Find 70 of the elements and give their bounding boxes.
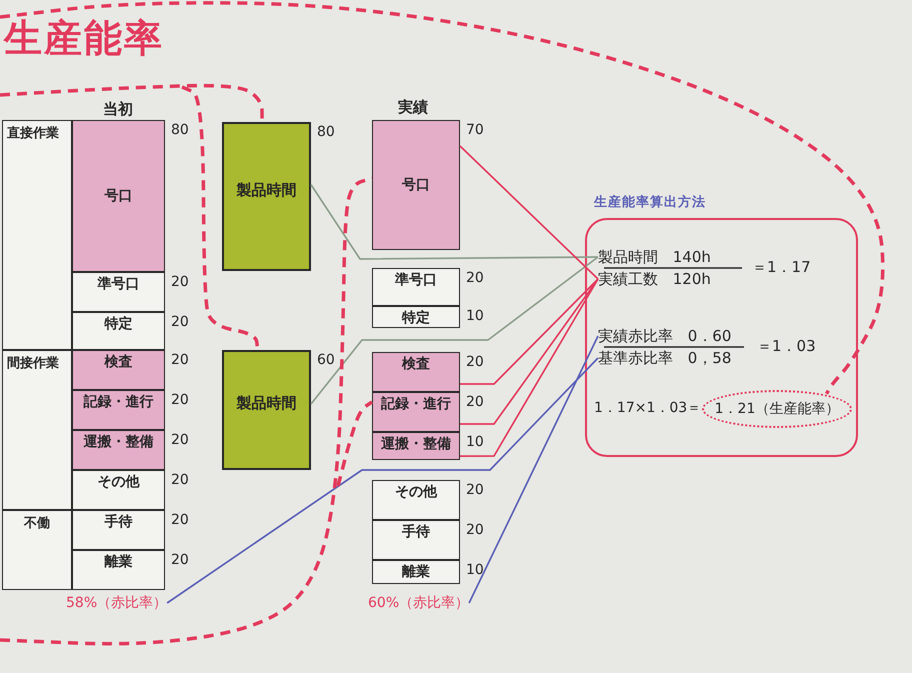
cell-label: 記録・進行 [381,396,451,412]
value-label: 20 [171,314,189,330]
ratio-label: 58%（赤比率） [66,594,168,612]
value-label: 20 [466,522,484,538]
formula-term: 基準赤比率 0，58 [598,349,732,367]
value-label: 20 [171,552,189,568]
cell-label: 検査 [104,354,132,370]
value-label: 60 [317,352,335,368]
value-label: 10 [466,434,484,450]
dashed-line [0,176,372,646]
block-label: 製品時間 [236,395,296,411]
dashed-line [336,400,373,486]
formula-term: 製品時間 140h [598,248,711,266]
cell-label: 離業 [104,554,132,570]
category-label: 間接作業 [7,356,59,372]
formula-result: ＝1．17 [752,258,811,276]
category-label: 直接作業 [7,126,59,142]
connector-line [460,278,599,457]
value-label: 20 [466,394,484,410]
cell-label: 特定 [402,310,430,326]
cell-label: 手待 [104,514,132,530]
formula-term: 実績工数 120h [598,270,711,288]
cell-label: 運搬・整備 [84,434,154,450]
category-label: 不働 [24,516,50,532]
connector-line [460,278,599,425]
cell-label: 手待 [402,524,430,540]
cell-label: 記録・進行 [84,394,154,410]
value-label: 20 [171,352,189,368]
cell-label: 号口 [402,177,430,193]
value-label: 80 [171,122,189,138]
value-label: 10 [466,308,484,324]
category-cell [2,120,72,350]
category-cell [2,510,72,590]
value-label: 20 [171,274,189,290]
dashed-line [0,1,884,395]
formula-term: 実績赤比率 0．60 [598,327,732,345]
panel-heading: 生産能率算出方法 [594,195,706,211]
value-label: 20 [466,482,484,498]
cell-label: 運搬・整備 [381,436,451,452]
connector-line [468,336,599,604]
value-label: 20 [171,472,189,488]
value-label: 80 [317,124,335,140]
cell-label: 号口 [104,188,132,204]
cell-label: その他 [395,484,437,500]
connector-line [310,184,598,260]
value-label: 20 [171,392,189,408]
value-label: 20 [466,354,484,370]
connector-line [460,278,599,385]
cell-label: 検査 [402,356,430,372]
column-heading: 当初 [103,100,133,118]
value-label: 20 [171,432,189,448]
cell-label: 特定 [104,316,132,332]
connector-line [310,256,599,405]
cell-label: その他 [98,474,140,490]
value-label: 70 [466,122,484,138]
connector-line [459,145,599,280]
cell-label: 準号口 [98,276,140,292]
value-label: 10 [466,562,484,578]
category-cell [2,350,72,510]
formula-text: 1．17×1．03＝ [594,400,702,417]
value-label: 20 [466,270,484,286]
value-label: 20 [171,512,189,528]
result-ellipse: 1．21（生産能率） [702,390,852,428]
diagram-title: 生産能率 [4,16,164,62]
formula-result: ＝1．03 [757,337,816,355]
cell-label: 準号口 [395,272,437,288]
cell-label: 離業 [402,564,430,580]
block-label: 製品時間 [236,182,296,198]
ratio-label: 60%（赤比率） [368,594,470,612]
connector-line [166,357,599,604]
